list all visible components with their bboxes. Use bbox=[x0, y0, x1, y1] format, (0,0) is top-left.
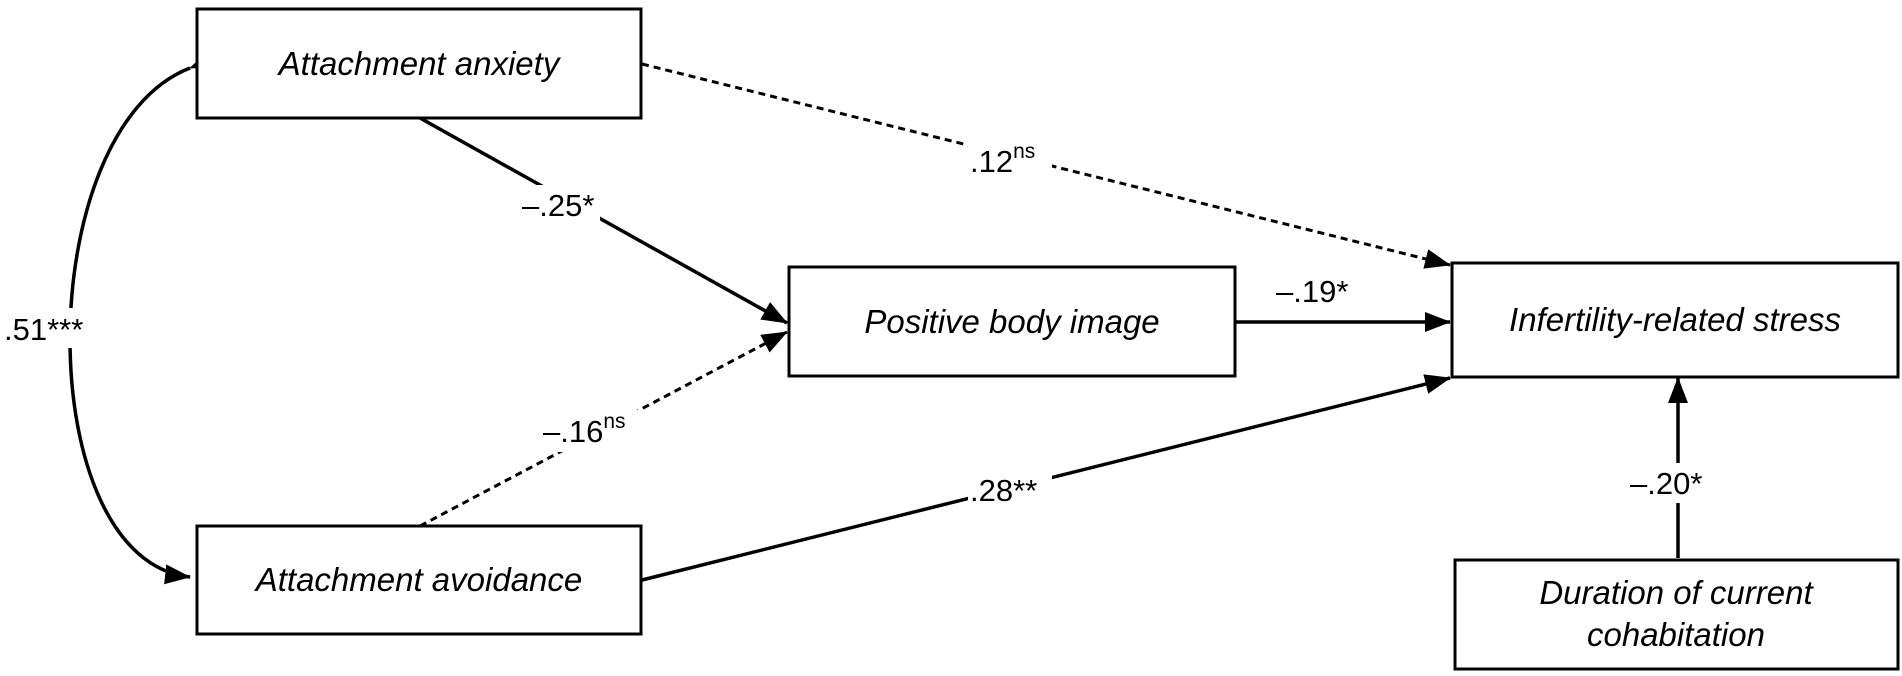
coef-anxiety-avoidance: .51*** bbox=[4, 312, 83, 347]
path-anxiety-stress bbox=[641, 62, 1451, 269]
node-positive-body-image: Positive body image bbox=[787, 265, 1237, 378]
node-infertility-related-stress: Infertility-related stress bbox=[1450, 261, 1900, 379]
node-duration-label-line2: cohabitation bbox=[1587, 616, 1765, 653]
node-infertility-related-stress-label: Infertility-related stress bbox=[1509, 301, 1841, 338]
coef-avoidance-stress: .28** bbox=[970, 473, 1037, 508]
coef-body-stress: –.19* bbox=[1276, 274, 1348, 309]
node-attachment-anxiety-label: Attachment anxiety bbox=[277, 45, 562, 82]
coef-avoidance-body: –.16ns bbox=[543, 410, 626, 449]
coef-duration-stress: –.20* bbox=[1630, 466, 1702, 501]
coef-anxiety-body: –.25* bbox=[522, 188, 594, 223]
path-anxiety-body bbox=[419, 116, 788, 325]
node-attachment-anxiety: Attachment anxiety bbox=[195, 7, 643, 120]
node-duration-of-current-cohabitation: Duration of current cohabitation bbox=[1453, 558, 1900, 671]
node-positive-body-image-label: Positive body image bbox=[864, 303, 1159, 340]
node-attachment-avoidance: Attachment avoidance bbox=[195, 524, 643, 636]
node-duration-label-line1: Duration of current bbox=[1539, 574, 1814, 611]
node-attachment-avoidance-label: Attachment avoidance bbox=[254, 561, 583, 598]
coef-anxiety-stress: .12ns bbox=[970, 140, 1035, 179]
